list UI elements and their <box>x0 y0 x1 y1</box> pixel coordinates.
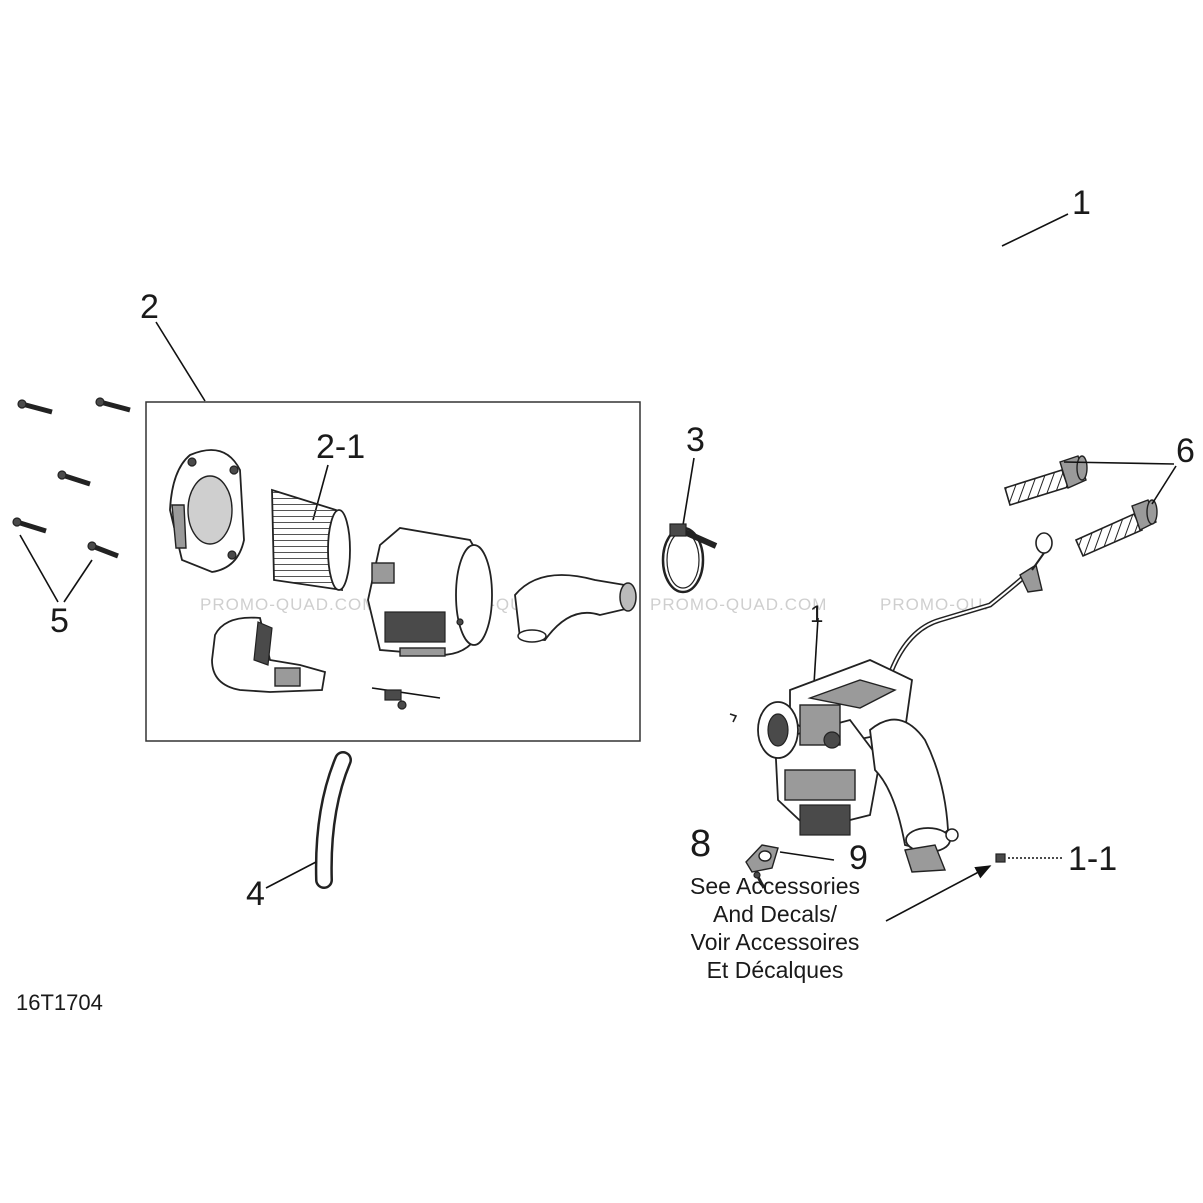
screw <box>95 397 131 413</box>
bolt <box>1074 499 1158 558</box>
filter-element: 2-1 <box>271 428 365 592</box>
screws <box>12 397 131 559</box>
airbox-cover <box>169 449 245 573</box>
screw <box>87 541 119 559</box>
callout-label: 1 <box>1072 184 1091 222</box>
callout-label: 9 <box>849 839 868 877</box>
callout-label: 5 <box>50 602 69 640</box>
callout-5: 5 <box>19 534 93 640</box>
screw-9: 9 <box>753 839 868 889</box>
airbox-body <box>367 527 493 657</box>
air-filter-housing-frame <box>145 401 641 742</box>
note-line: Voir Accessoires <box>691 929 860 955</box>
callout-label: 2 <box>140 288 159 326</box>
callout-1-1: 1-1 <box>885 840 1117 922</box>
callout-label: 3 <box>686 421 705 459</box>
screw <box>57 470 91 487</box>
note-line: See Accessories <box>690 873 860 899</box>
callout-label: 4 <box>246 875 265 913</box>
callout-2: 2 <box>140 288 206 402</box>
callout-label: 6 <box>1176 432 1195 470</box>
callout-label: 2-1 <box>316 428 365 466</box>
note-line: And Decals/ <box>713 901 838 927</box>
bolt <box>1004 455 1088 507</box>
callout-1-top: 1 <box>1001 184 1091 247</box>
callout-label: 1-1 <box>1068 840 1117 878</box>
inlet-duct <box>211 616 327 693</box>
watermark-text: PROMO-QUAD.COM <box>200 595 377 614</box>
diagram-code: 16T1704 <box>16 990 103 1015</box>
watermark-text: PROMO-QUAD.COM <box>650 595 827 614</box>
screw <box>17 399 53 415</box>
callout-label: 1 <box>810 601 823 628</box>
intake-boot <box>514 574 637 643</box>
accessories-note: See Accessories And Decals/ Voir Accesso… <box>690 873 860 983</box>
screw <box>12 517 47 534</box>
throttle-body-assembly: 1 <box>729 532 1053 873</box>
wire-clip <box>371 687 441 710</box>
callout-label: 8 <box>690 823 711 865</box>
sensor-8: 8 <box>690 823 779 873</box>
hose-clamp: 3 <box>661 421 718 594</box>
drain-hose: 4 <box>246 751 352 913</box>
note-line: Et Décalques <box>707 957 844 983</box>
watermark-text: PROMO-QU. <box>880 595 989 614</box>
flange-bolts: 6 <box>1004 432 1195 558</box>
